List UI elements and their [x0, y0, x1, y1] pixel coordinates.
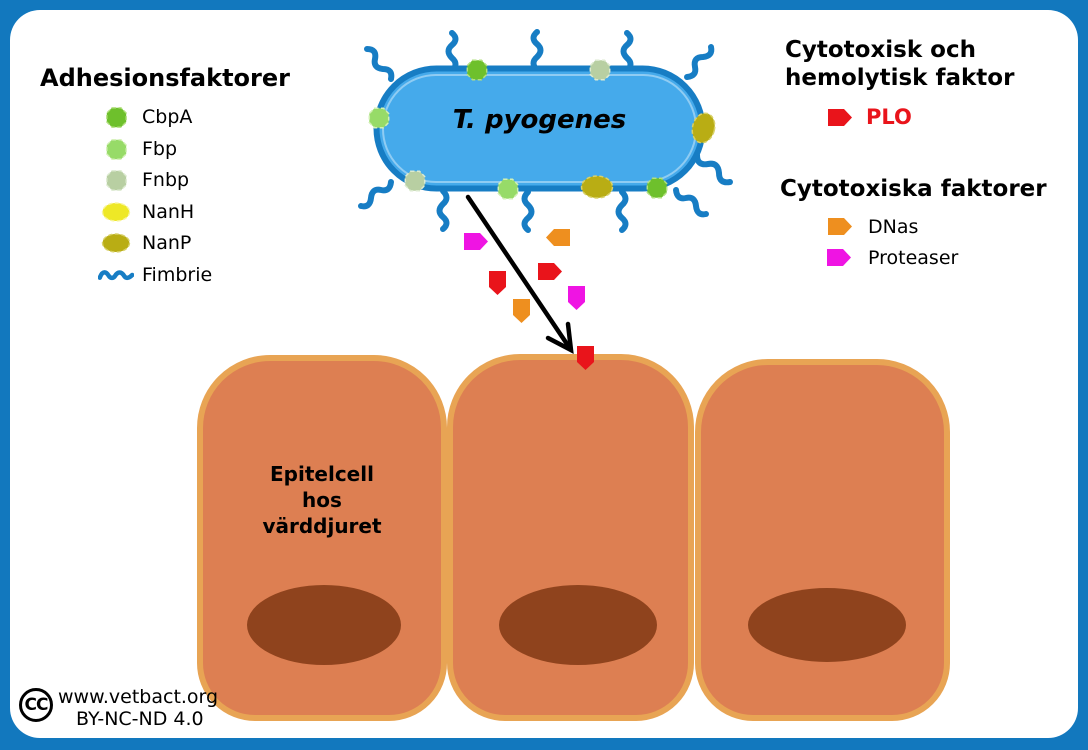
fimbriae: [358, 29, 733, 233]
cell-nuclei: [247, 585, 906, 665]
legend-item-label: Fnbp: [142, 169, 190, 191]
footer-license: BY-NC-ND 4.0: [76, 708, 204, 730]
fimbria: [620, 30, 634, 74]
fimbria: [521, 189, 535, 233]
plo-label: PLO: [866, 105, 912, 129]
fimbria: [684, 44, 715, 80]
proteaser-label: Proteaser: [868, 247, 959, 269]
fnbp-dot: [404, 170, 426, 192]
fbp-dot: [497, 178, 519, 200]
legend-item-cbpa: CbpA: [98, 104, 318, 130]
legend-item-fbp: Fbp: [98, 136, 318, 162]
nucleus-middle: [499, 585, 657, 665]
fimbria: [694, 152, 733, 186]
legend-item-fnbp: Fnbp: [98, 167, 318, 193]
fimbria: [530, 29, 544, 73]
hemolytic-title-line1: Cytotoxisk och: [785, 37, 976, 63]
secretion-arrow-shaft: [465, 194, 572, 350]
fimbria: [436, 188, 450, 232]
legend-item-nanp: NanP: [98, 230, 318, 256]
legend-item-label: NanH: [142, 201, 195, 223]
nanp-icon: [98, 233, 134, 253]
nanp-dot: [580, 175, 614, 199]
footer-site: www.vetbact.org: [58, 686, 219, 708]
legend-item-label: Fbp: [142, 138, 178, 160]
epithelial-cell-right: [695, 359, 950, 721]
fbp-icon: [98, 138, 134, 160]
dnas-legend-icon: [828, 218, 852, 235]
legend-item-label: Fimbrie: [142, 264, 213, 286]
creative-commons-icon: CC: [19, 688, 53, 722]
nucleus-left: [247, 585, 401, 665]
hemolytic-legend-title: Cytotoxisk och hemolytisk faktor: [785, 36, 1014, 92]
cytotoxic-legend-title: Cytotoxiska faktorer: [780, 176, 1047, 202]
fimbria: [445, 30, 459, 74]
cbpa-icon: [98, 106, 134, 128]
secreted-factors: [464, 229, 594, 370]
fimbria: [615, 189, 629, 233]
plo-particle: [489, 271, 506, 295]
dnas-label: DNas: [868, 216, 919, 238]
epithelial-cell-label: Epitelcell hos värddjuret: [200, 461, 444, 539]
legend-item-label: NanP: [142, 232, 192, 254]
bacterium-label: T. pyogenes: [452, 105, 627, 135]
legend-item-nanh: NanH: [98, 199, 318, 225]
proteaser-legend-icon: [827, 249, 851, 266]
nucleus-right: [748, 588, 906, 662]
fimbria: [673, 187, 709, 218]
hemolytic-title-line2: hemolytisk faktor: [785, 65, 1015, 91]
dnas-particle: [546, 229, 570, 246]
fnbp-icon: [98, 169, 134, 191]
dnas-particle: [513, 299, 530, 323]
cbpa-dot: [466, 59, 488, 81]
cbpa-dot: [646, 177, 668, 199]
surface-adhesion-factors: [368, 59, 716, 200]
adhesion-legend-title: Adhesionsfaktorer: [40, 64, 290, 92]
cell-label-line1: Epitelcell: [270, 462, 374, 486]
proteaser-particle: [464, 233, 488, 250]
nanh-icon: [98, 202, 134, 222]
plo-particle-at-cell: [577, 346, 594, 370]
fimbria: [358, 179, 394, 210]
fimbrie-icon: [98, 267, 134, 283]
fnbp-dot: [589, 59, 611, 81]
proteaser-particle: [568, 286, 585, 310]
cell-label-line3: värddjuret: [262, 514, 382, 538]
right-legend-markers: [827, 109, 852, 266]
legend-item-label: CbpA: [142, 106, 193, 128]
bacterium: [358, 29, 733, 233]
secretion-arrow-head: [545, 321, 574, 354]
plo-particle: [538, 263, 562, 280]
secretion-arrow: [465, 194, 574, 354]
nanp-dot: [691, 112, 716, 144]
plo-legend-icon: [828, 109, 852, 126]
cell-label-line2: hos: [302, 488, 342, 512]
legend-item-fimbrie: Fimbrie: [98, 262, 318, 288]
fimbria: [364, 46, 395, 82]
